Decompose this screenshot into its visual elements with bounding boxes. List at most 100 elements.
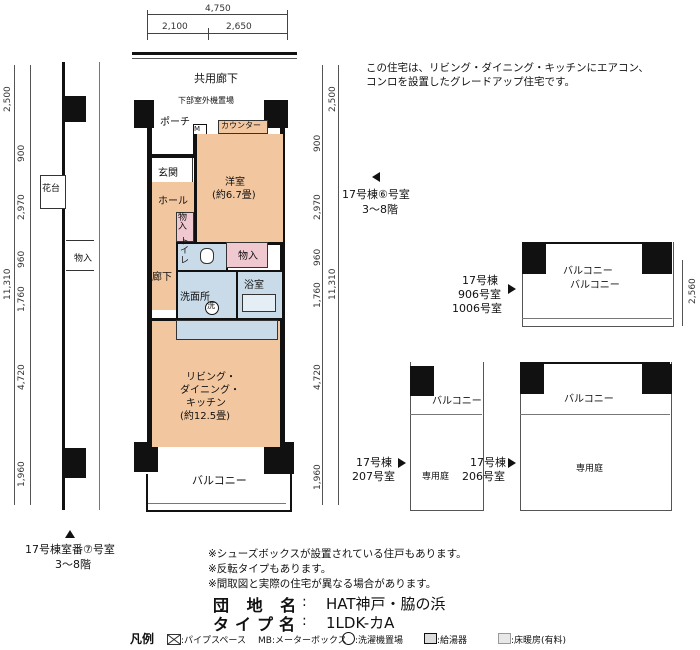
left-dim-4: 960 [17, 250, 27, 268]
left-unit-divider-2 [66, 270, 94, 271]
left-dim-line [14, 65, 15, 505]
bathroom-label: 浴室 [244, 280, 264, 291]
bathtub-icon [242, 294, 276, 312]
ldk-label-3: キッチン [186, 398, 226, 409]
unit-206-outline [520, 362, 672, 511]
top-tick-2 [208, 28, 209, 40]
counter [218, 120, 268, 134]
unit-206-column-right [642, 364, 672, 394]
left-dim-3: 2,970 [17, 194, 27, 220]
left-dim-1: 2,500 [3, 86, 13, 112]
ldk-label-1: リビング・ [186, 372, 236, 383]
note-2: ※反転タイプもあります。 [208, 563, 332, 575]
unit-7-label-2: 3〜8階 [55, 558, 91, 571]
left-unit-column-1 [64, 96, 86, 122]
unit-906-dim: 2,560 [688, 278, 698, 304]
legend-meter-box: MB:メーターボックス [258, 636, 347, 646]
left-dim-5: 1,760 [17, 286, 27, 312]
note-1: ※シューズボックスが設置されている住戸もあります。 [208, 548, 467, 560]
right-dim-4: 960 [313, 248, 323, 266]
storage-2 [226, 242, 268, 268]
legend-wash: :洗濯機置場 [355, 636, 404, 646]
corridor-line [132, 52, 297, 55]
top-dim-right: 2,650 [226, 22, 252, 32]
storage-2-label: 物入 [238, 251, 258, 262]
unit-206-balcony: バルコニー [564, 394, 614, 405]
corridor-label: 共用廊下 [194, 72, 238, 85]
column-top-right [264, 100, 288, 128]
unit-206-topline [520, 362, 670, 364]
unit-906-dim-line [682, 260, 683, 326]
counter-label: カウンター [221, 121, 261, 130]
unit-906-balcony-2: バルコニー [570, 280, 620, 291]
unit-906-label-2: 906号室 [458, 288, 501, 301]
left-unit-column-2 [64, 448, 86, 478]
hallway-label: 廊下 [152, 272, 172, 283]
type-name-value: 1LDK-カA [326, 614, 395, 632]
unit-906-arrow [508, 284, 516, 294]
top-dim-left: 2,100 [162, 22, 188, 32]
unit-207-rail [410, 414, 482, 415]
column-bottom-left [134, 442, 158, 472]
unit-6-label-2: 3〜8階 [362, 203, 398, 216]
ldk-size: (約12.5畳) [180, 411, 231, 422]
unit-6-arrow [372, 172, 380, 182]
legend-floor-heating: :床暖房(有料) [511, 636, 567, 646]
balcony-rail [148, 503, 286, 504]
unit-6-label-1: 17号棟⑥号室 [342, 188, 410, 201]
legend-floor-heating-icon [498, 633, 511, 644]
unit-207-label-2: 207号室 [352, 470, 395, 483]
western-room-size: (約6.7畳) [212, 190, 256, 201]
legend-wash-icon [342, 632, 355, 645]
right-dim-total: 11,310 [328, 268, 338, 301]
right-dim-1: 2,500 [328, 86, 338, 112]
unit-906-column-right [642, 244, 672, 274]
estate-name-value: HAT神戸・脇の浜 [326, 595, 446, 613]
top-tick-1 [147, 10, 148, 40]
unit-207-outline [410, 362, 484, 511]
right-dim-2: 900 [313, 134, 323, 152]
right-dim-6: 4,720 [313, 364, 323, 390]
hall-label: ホール [158, 196, 188, 207]
right-dim-line [322, 65, 323, 505]
unit-906-topline [522, 242, 672, 244]
left-dim-total: 11,310 [3, 268, 13, 301]
type-name-colon: : [302, 613, 307, 629]
legend-heater-icon [424, 633, 437, 644]
left-outer-wall [147, 100, 152, 470]
left-dim-7: 1,960 [17, 461, 27, 487]
corridor-line-thin [132, 58, 297, 59]
type-name-key: タイプ名 [213, 615, 302, 634]
porch-label: ポーチ [160, 117, 190, 128]
top-dimension-line-2 [147, 33, 287, 34]
left-dim-6: 4,720 [17, 364, 27, 390]
western-room [194, 134, 283, 245]
storage-1-label: 物入 [178, 213, 188, 233]
storage-1 [176, 212, 194, 242]
unit-906-column-left [522, 244, 546, 274]
unit-7-label-1: 17号棟室番⑦号室 [25, 543, 115, 556]
right-dim-5: 1,760 [313, 282, 323, 308]
top-dim-total: 4,750 [205, 4, 231, 14]
unit-906-outline [522, 242, 674, 327]
washing-machine-mark: 洗 [207, 301, 215, 310]
unit-207-column [410, 366, 434, 396]
unit-206-arrow [508, 458, 516, 468]
unit-7-arrow [65, 530, 75, 538]
balcony-label: バルコニー [192, 474, 247, 487]
right-dim-7: 1,960 [313, 464, 323, 490]
unit-906-rail [522, 318, 672, 319]
toilet-bowl-icon [200, 248, 214, 264]
unit-906-label-3: 1006号室 [452, 302, 502, 315]
unit-906-balcony-1: バルコニー [563, 266, 613, 277]
legend-pipe-space: :パイプスペース [181, 636, 246, 646]
top-tick-3 [287, 10, 288, 40]
note-3: ※間取図と実際の住宅が異なる場合があります。 [208, 578, 437, 590]
washing-machine-icon [205, 301, 219, 315]
left-unit-strip [62, 62, 100, 510]
flower-stand-label: 花台 [42, 184, 61, 194]
description-line-1: この住宅は、リビング・ダイニング・キッチンにエアコン、 [366, 62, 649, 74]
top-dimension-line [147, 14, 287, 15]
unit-206-label-2: 206号室 [462, 470, 505, 483]
unit-207-label-1: 17号棟 [356, 456, 392, 469]
